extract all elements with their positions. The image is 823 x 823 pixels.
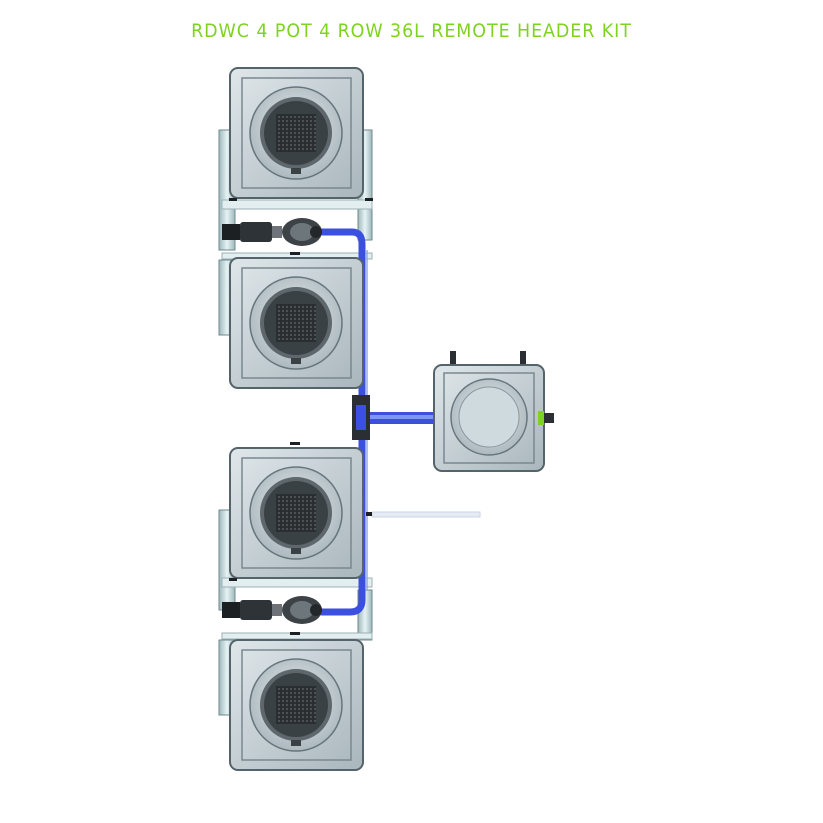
remote-header-tank bbox=[433, 351, 554, 472]
left-drain-pipes bbox=[218, 129, 236, 716]
grow-pot-2 bbox=[229, 257, 364, 389]
pump-upper bbox=[222, 218, 322, 246]
grow-pot-3 bbox=[229, 447, 364, 579]
grow-pot-4 bbox=[229, 639, 364, 771]
pipe-clips bbox=[229, 198, 373, 635]
pump-lower bbox=[222, 596, 322, 624]
grow-pot-1 bbox=[229, 67, 364, 199]
header-junction bbox=[352, 395, 370, 440]
kit-title: RDWC 4 POT 4 ROW 36L REMOTE HEADER KIT bbox=[191, 20, 632, 42]
